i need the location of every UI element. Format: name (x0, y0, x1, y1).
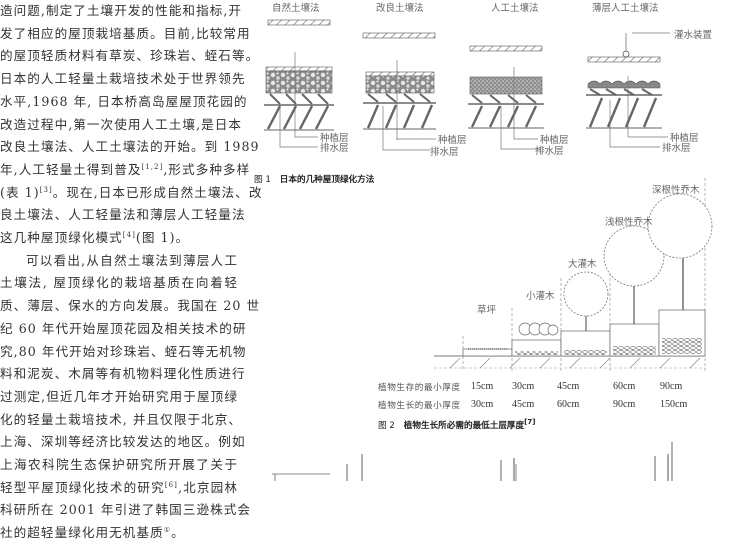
text-line: 年,人工轻量土得到普及[1,2],形式多种多样 (0, 159, 249, 182)
cell-deep-root-tree: 150cm (660, 399, 688, 410)
citation-ref: [7] (524, 418, 536, 427)
body-text-column: 造问题,制定了土壤开发的性能和指标,开 发了相应的屋顶栽培基质。目前,比较常用 … (0, 0, 261, 545)
plant-label-small-shrub: 小灌木 (526, 291, 555, 302)
text-segment: 年,人工轻量土得到普及 (0, 161, 142, 177)
text-line: 科研所在 2001 年引进了韩国三逊株式会 (0, 502, 252, 518)
method-label-thin-layer-artificial-soil: 薄层人工土壤法 (592, 3, 659, 14)
planting-layer-label: 种植层 (438, 135, 467, 146)
text-segment: 。 (171, 525, 185, 541)
text-line: 良土壤法、人工轻量法和薄层人工轻量法 (0, 207, 246, 223)
text-segment: ,形式多种多样 (163, 161, 251, 177)
figure-1-number: 图 1 (254, 175, 271, 185)
text-line: (表 1)[3]。现在,日本已形成自然土壤法、改 (0, 182, 261, 205)
text-line: 上海、深圳等经济比较发达的地区。例如 (0, 434, 246, 450)
plant-label-large-shrub: 大灌木 (568, 259, 597, 270)
figure-2-title: 植物生长所必需的最低土层厚度 (403, 421, 525, 431)
row-label: 植物生存的最小厚度 (378, 383, 461, 393)
body-paragraph-1: 造问题,制定了土壤开发的性能和指标,开 发了相应的屋顶栽培基质。目前,比较常用 … (0, 0, 261, 250)
text-line: 发了相应的屋顶栽培基质。目前,比较常用 (0, 25, 251, 41)
cell-lawn: 15cm (471, 381, 494, 392)
figure-2-caption: 图 2 植物生长所必需的最低土层厚度[7] (378, 419, 535, 431)
text-segment: (图 1)。 (135, 230, 190, 246)
text-line: 可以看出,从自然土壤法到薄层人工 (26, 252, 238, 268)
planting-layer-label: 种植层 (670, 133, 699, 144)
irrigation-device-label: 灌水装置 (674, 30, 713, 41)
text-line: 日本的人工轻量土栽培技术处于世界领先 (0, 71, 246, 87)
method-thin-layer-artificial-soil-drawing (586, 32, 670, 148)
figure-1-drawing (264, 19, 670, 151)
text-segment: 轻型平屋顶绿化技术的研究 (0, 479, 165, 495)
plant-label-shallow-root-tree: 浅根性乔木 (605, 217, 653, 228)
footnote-ref: ① (163, 525, 172, 534)
text-line: 改良土壤法、人工土壤法的开始。到 1989 (0, 139, 260, 155)
method-natural-soil-drawing (264, 19, 334, 148)
citation-ref: [3] (39, 185, 53, 194)
figure-2-number: 图 2 (378, 421, 395, 431)
text-line: 社的超轻量绿化用无机基质①。 (0, 522, 238, 545)
text-segment: 。现在,日本已形成自然土壤法、改 (52, 184, 263, 200)
text-line: 轻型平屋顶绿化技术的研究[6],北京园林 (0, 477, 238, 500)
text-line: 化的轻量土栽培技术, 并且仅限于北京、 (0, 411, 243, 427)
drainage-layer-label: 排水层 (535, 146, 564, 157)
text-line: 过测定,但近几年才开始研究用于屋顶绿 (0, 388, 238, 404)
partial-figure-strokes (272, 442, 673, 481)
text-segment: 社的超轻量绿化用无机基质 (0, 525, 164, 541)
cell-small-shrub: 45cm (512, 399, 535, 410)
next-figure-partial (250, 440, 735, 481)
planting-layer-label: 种植层 (540, 135, 569, 146)
method-improved-soil-drawing (362, 32, 436, 151)
text-segment: ,北京园林 (177, 479, 238, 495)
method-label-artificial-soil: 人工土壤法 (491, 3, 539, 14)
citation-ref: [6] (164, 480, 178, 489)
text-line: 这几种屋顶绿化模式[4](图 1)。 (0, 227, 238, 250)
cell-lawn: 30cm (471, 399, 494, 410)
plant-label-deep-root-tree: 深根性乔木 (652, 185, 700, 196)
cell-deep-root-tree: 90cm (660, 381, 683, 392)
figure-2-soil-thickness-drawing: 草坪 小灌木 大灌木 浅根性乔木 深根性乔木 (360, 178, 735, 373)
text-segment: (表 1) (0, 184, 40, 200)
cell-shallow-root-tree: 90cm (613, 399, 636, 410)
drainage-layer-label: 排水层 (320, 143, 349, 154)
text-line: 土壤法, 屋顶绿化的栽培基质在向着轻 (0, 275, 238, 291)
citation-ref: [4] (122, 230, 136, 239)
method-label-improved-soil: 改良土壤法 (376, 3, 424, 14)
cell-large-shrub: 45cm (557, 381, 580, 392)
figure-1-title: 日本的几种屋顶绿化方法 (279, 175, 375, 185)
citation-ref: [1,2] (141, 162, 164, 171)
text-line: 质、薄层、保水的方向发展。我国在 20 世 (0, 298, 261, 314)
plant-label-lawn: 草坪 (477, 305, 497, 316)
text-line: 纪 60 年代开始屋顶花园及相关技术的研 (0, 320, 247, 336)
drainage-layer-label: 排水层 (662, 143, 691, 154)
planting-layer-label: 种植层 (320, 133, 349, 144)
figure-2-drawing (434, 178, 713, 371)
row-label: 植物生长的最小厚度 (378, 401, 461, 411)
figure-1-roof-greening-methods: 自然土壤法 改良土壤法 人工土壤法 薄层人工土壤法 灌水装置 种植层 排水层 种… (250, 0, 735, 160)
text-line: 水平,1968 年, 日本桥高岛屋屋顶花园的 (0, 93, 248, 109)
cell-small-shrub: 30cm (512, 381, 535, 392)
cell-shallow-root-tree: 60cm (613, 381, 636, 392)
text-line: 造问题,制定了土壤开发的性能和指标,开 (0, 3, 243, 18)
cell-large-shrub: 60cm (557, 399, 580, 410)
text-line: 上海农科院生态保护研究所开展了关于 (0, 457, 238, 473)
text-line: 改造过程中,第一次使用人工土壤,是日本 (0, 116, 243, 132)
text-line: 究,80 年代开始对珍珠岩、蛭石等无机物 (0, 343, 247, 359)
method-label-natural-soil: 自然土壤法 (272, 3, 320, 14)
drainage-layer-label: 排水层 (430, 147, 459, 158)
figure-1-caption: 图 1 日本的几种屋顶绿化方法 (254, 173, 374, 185)
text-line: 的屋顶轻质材料有草炭、珍珠岩、蛭石等。 (0, 48, 260, 64)
body-paragraph-2: 可以看出,从自然土壤法到薄层人工 土壤法, 屋顶绿化的栽培基质在向着轻 质、薄层… (0, 250, 261, 545)
text-segment: 这几种屋顶绿化模式 (0, 230, 123, 246)
method-artificial-soil-drawing (468, 45, 544, 150)
text-line: 料和泥炭、木屑等有机物料理化性质进行 (0, 366, 246, 382)
